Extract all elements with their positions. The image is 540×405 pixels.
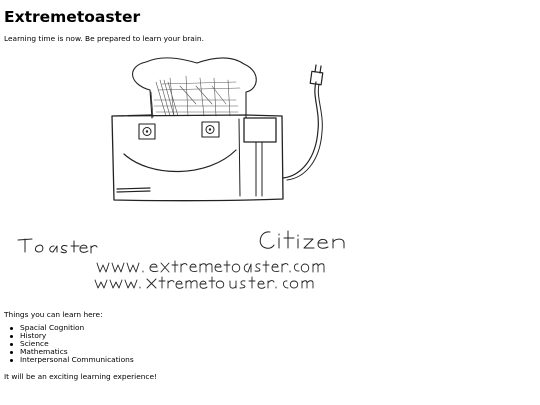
site-title: Extremetoaster	[4, 8, 141, 26]
closing-text: It will be an exciting learning experien…	[4, 372, 158, 381]
list-item: Mathematics	[10, 348, 134, 356]
topics-intro: Things you can learn here:	[4, 310, 103, 319]
drawing-url-line-1	[96, 260, 325, 273]
drawing-caption-citizen	[259, 230, 345, 249]
drawing-url-line-2	[94, 276, 314, 289]
toast-slice-icon	[132, 57, 257, 119]
power-plug-icon	[282, 64, 324, 181]
list-item: Spacial Cognition	[10, 323, 134, 332]
tagline: Learning time is now. Be prepared to lea…	[4, 34, 204, 43]
toaster-icon	[111, 114, 284, 202]
toaster-drawing	[17, 57, 345, 289]
list-item: Interpersonal Communications	[10, 355, 134, 365]
drawing-caption-toaster	[17, 238, 98, 254]
topics-list: Spacial Cognition History Science Mathem…	[10, 323, 134, 365]
list-item: History	[10, 331, 134, 340]
list-item: Science	[10, 340, 134, 348]
